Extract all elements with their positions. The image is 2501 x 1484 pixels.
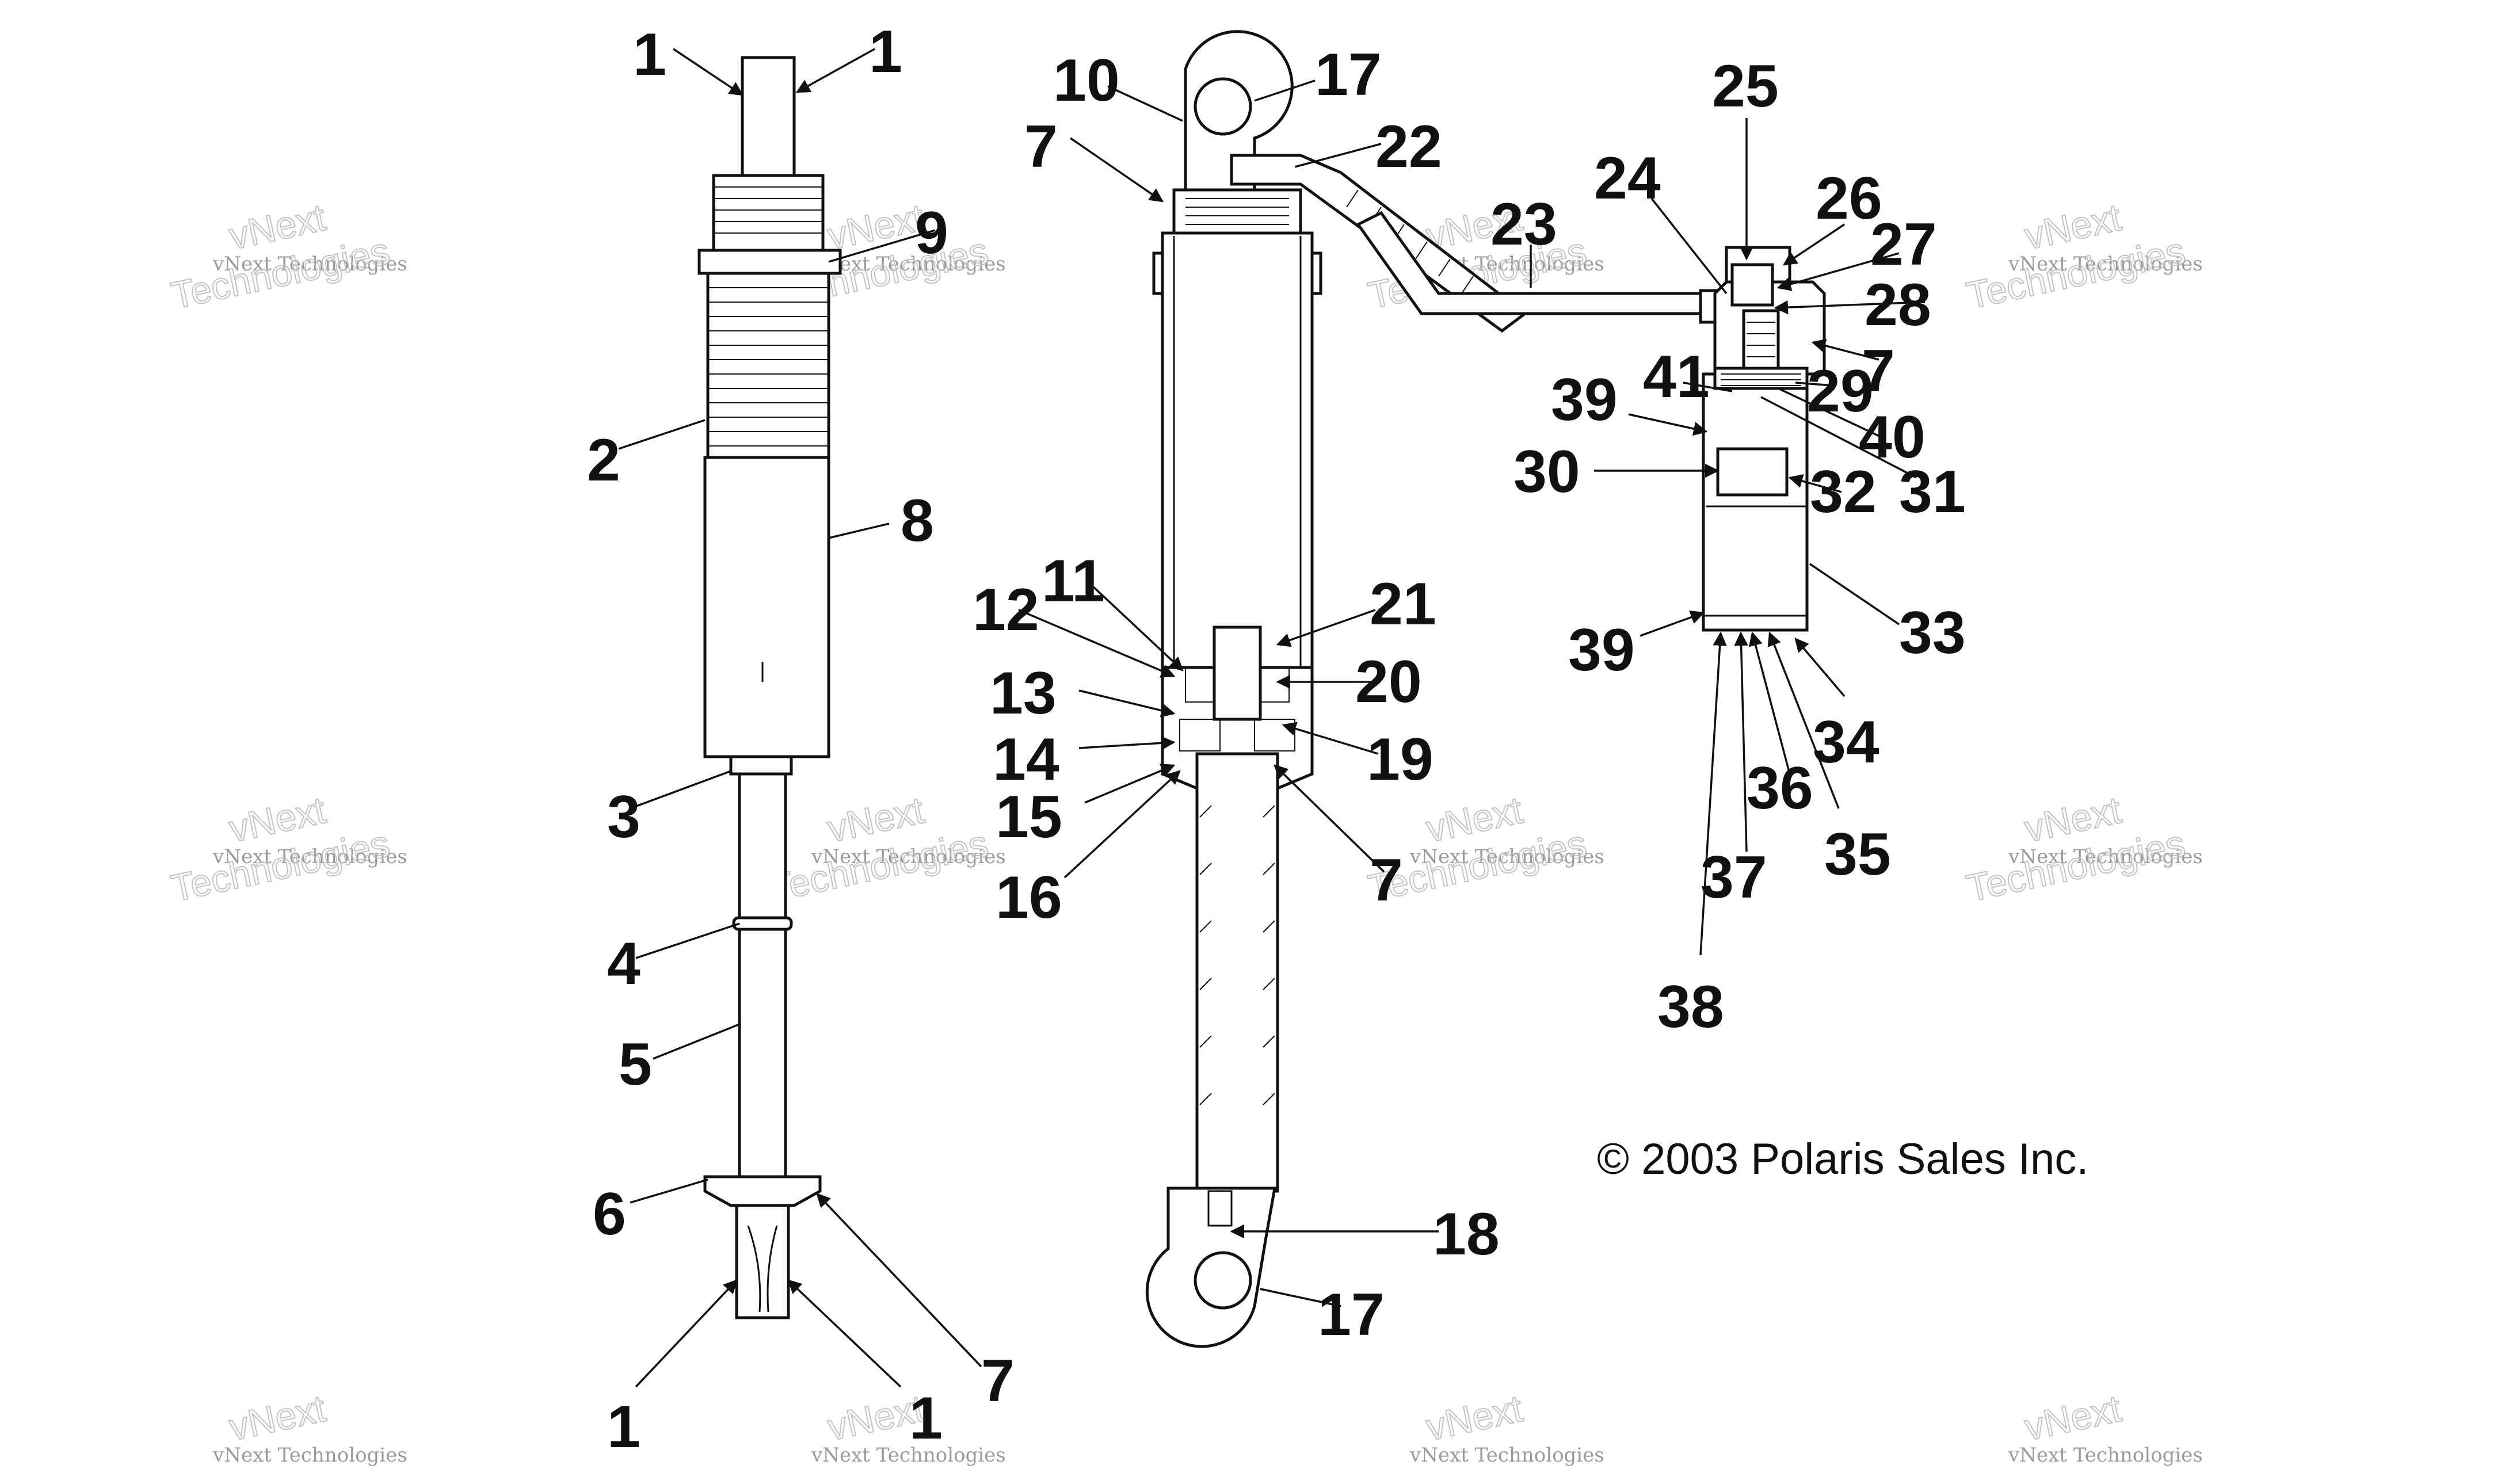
callout-label: 22 [1375, 113, 1442, 180]
svg-text:vNext Technologies: vNext Technologies [212, 253, 407, 276]
svg-text:vNext: vNext [226, 1387, 329, 1448]
callout-label: 14 [993, 726, 1059, 793]
callout-label: 18 [1433, 1201, 1500, 1268]
callout-label: 28 [1865, 272, 1931, 338]
callout-label: 26 [1816, 165, 1882, 232]
callout-label: 11 [1042, 548, 1105, 615]
svg-text:vNext Technologies: vNext Technologies [811, 845, 1006, 868]
callout-label: 16 [996, 864, 1062, 931]
svg-text:vNext Technologies: vNext Technologies [2008, 253, 2203, 276]
callout-label: 1 [909, 1385, 943, 1452]
callout-label: 21 [1370, 571, 1436, 638]
callout-label: 39 [1568, 617, 1635, 684]
copyright-notice: © 2003 Polaris Sales Inc. [1597, 1135, 2088, 1184]
callout-label: 12 [973, 577, 1039, 643]
callout-label: 41 [1643, 344, 1710, 410]
callout-label: 2 [587, 427, 620, 494]
callout-label: 15 [996, 784, 1062, 850]
callout-label: 38 [1657, 974, 1724, 1040]
callout-label: 33 [1899, 600, 1966, 666]
callout-label: 10 [1053, 47, 1120, 114]
callout-label: 39 [1551, 367, 1618, 433]
svg-text:vNext Technologies: vNext Technologies [212, 845, 407, 868]
svg-text:vNext Technologies: vNext Technologies [2008, 1444, 2203, 1467]
callout-label: 32 [1810, 459, 1877, 525]
watermark: vNext Technologies vNext Technologies [1962, 788, 2203, 910]
callout-label: 9 [915, 200, 948, 266]
callout-label: 24 [1594, 145, 1661, 212]
reservoir-cutaway-icon [1702, 246, 1826, 632]
callout-label: 1 [869, 18, 902, 85]
callout-label: 30 [1513, 438, 1580, 505]
watermark: vNext Technologies vNext Technologies [765, 788, 1006, 910]
watermark: vNext Technologies vNext [811, 1386, 1006, 1467]
callout-label: 17 [1318, 1281, 1385, 1348]
callout-label: 1 [633, 21, 666, 88]
callout-label: 31 [1899, 459, 1966, 525]
watermark: vNext Technologies vNext Technologies [167, 788, 407, 910]
svg-text:vNext Technologies: vNext Technologies [811, 1444, 1006, 1467]
svg-text:vNext: vNext [1423, 1387, 1526, 1448]
watermark: vNext Technologies vNext [212, 1386, 407, 1467]
callout-label: 20 [1355, 648, 1422, 715]
watermark: vNext Technologies vNext [2008, 1386, 2203, 1467]
callout-label: 25 [1712, 53, 1779, 120]
callout-label: 7 [1862, 338, 1895, 405]
svg-text:vNext Technologies: vNext Technologies [2008, 845, 2203, 868]
callout-label: 7 [1024, 113, 1058, 180]
callout-label: 7 [981, 1348, 1015, 1414]
svg-text:vNext Technologies: vNext Technologies [212, 1444, 407, 1467]
callout-label: 7 [1370, 847, 1403, 914]
watermark: vNext Technologies vNext [1409, 1386, 1604, 1467]
callout-label: 34 [1813, 709, 1879, 776]
callout-labels: 1 1 9 2 8 3 4 5 6 1 1 7 10 17 7 22 23 11… [587, 18, 1966, 1460]
callout-label: 19 [1367, 726, 1434, 793]
callout-label: 5 [619, 1031, 652, 1098]
shock-absorber-exterior-icon [697, 56, 842, 1319]
callout-label: 1 [607, 1394, 640, 1460]
leader-lines [618, 48, 1926, 1388]
callout-label: 27 [1870, 211, 1937, 278]
svg-text:vNext Technologies: vNext Technologies [1409, 845, 1604, 868]
callout-label: 36 [1747, 755, 1813, 822]
callout-label: 3 [607, 784, 640, 850]
callout-label: 29 [1807, 358, 1874, 425]
svg-text:vNext Technologies: vNext Technologies [1409, 1444, 1604, 1467]
callout-label: 23 [1490, 191, 1557, 258]
watermark: vNext Technologies vNext Technologies [1962, 195, 2203, 318]
callout-label: 13 [990, 660, 1057, 727]
callout-label: 37 [1701, 844, 1767, 911]
callout-label: 6 [593, 1181, 626, 1248]
callout-label: 8 [901, 487, 934, 554]
svg-text:vNext: vNext [2021, 1387, 2125, 1448]
reservoir-hose-icon [1356, 211, 1725, 324]
callout-label: 17 [1315, 41, 1382, 108]
callout-label: 40 [1859, 404, 1926, 471]
callout-label: 35 [1824, 821, 1891, 888]
callout-label: 4 [607, 930, 640, 997]
watermark: vNext Technologies vNext Technologies [167, 195, 407, 318]
